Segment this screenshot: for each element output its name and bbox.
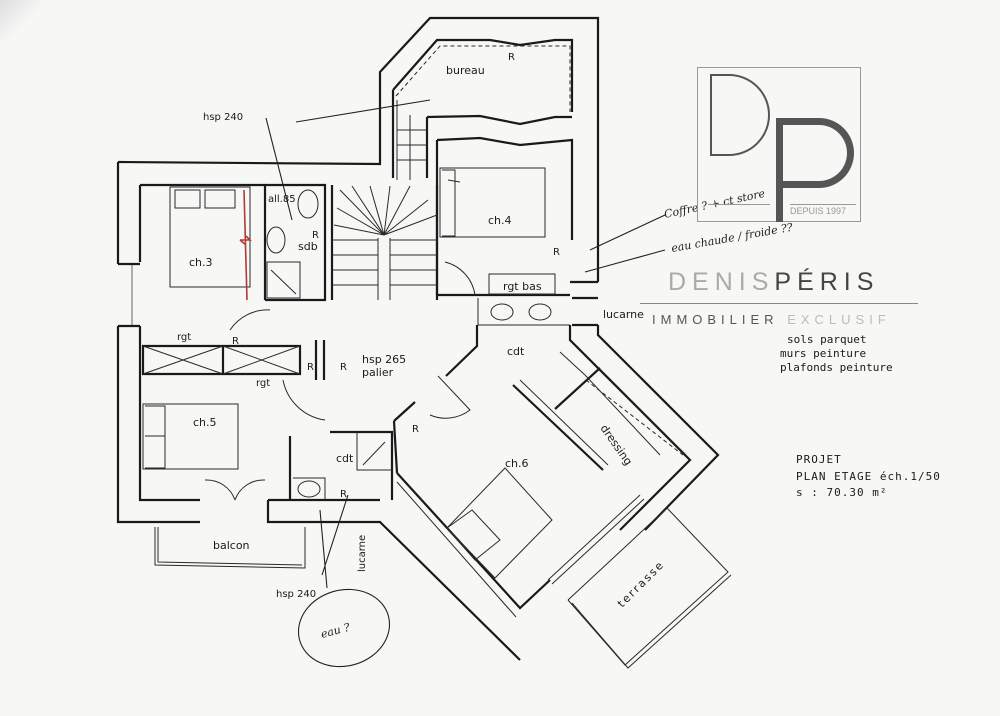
paper-fold-corner — [0, 0, 40, 40]
note-plafonds: plafonds peinture — [780, 361, 893, 374]
project-surface: s : 70.30 m² — [796, 486, 887, 499]
hsp-bottom: hsp 240 — [276, 589, 316, 600]
room-ch5: ch.5 — [193, 416, 217, 429]
room-palier: palier — [362, 366, 394, 379]
brand-logo: DEPUIS 1997 — [697, 67, 861, 222]
radiator-bureau: R — [508, 52, 515, 63]
palier-hsp: hsp 265 — [362, 353, 406, 366]
walls — [116, 16, 732, 669]
logo-rule-left — [708, 204, 770, 205]
room-balcon: balcon — [213, 539, 250, 552]
logo-letter-p-bowl — [776, 118, 854, 188]
note-sols: sols parquet — [787, 333, 866, 346]
radiator-palier-left: R — [307, 362, 314, 373]
brand-name-light: DENIS — [668, 268, 775, 296]
brand-name-dark: PÉRIS — [774, 268, 880, 296]
room-terrasse: terrasse — [615, 558, 667, 610]
brand-tagline: IMMOBILIER EXCLUSIF — [652, 312, 891, 327]
room-cdt-left: cdt — [336, 452, 354, 465]
lucarne-right: lucarne — [603, 308, 644, 321]
logo-rule-right — [790, 204, 856, 205]
hsp-top: hsp 240 — [203, 112, 243, 123]
room-all: all.85 — [268, 194, 296, 205]
handwriting-eau-circle: eau ? — [319, 621, 351, 641]
room-sdb: sdb — [298, 240, 318, 253]
logo-letter-d — [710, 74, 770, 156]
lucarne-bottom: lucarne — [357, 535, 368, 572]
brand-divider — [640, 303, 918, 304]
room-ch6: ch.6 — [505, 457, 529, 470]
radiator-palier-right: R — [340, 362, 347, 373]
room-bureau: bureau — [446, 64, 485, 77]
note-murs: murs peinture — [780, 347, 866, 360]
radiator-ch4: R — [553, 247, 560, 258]
notes: sols parquet murs peinture plafonds pein… — [780, 333, 941, 499]
brand-tag-light: EXCLUSIF — [787, 312, 891, 327]
room-cdt-top: cdt — [507, 345, 525, 358]
room-ch3: ch.3 — [189, 256, 213, 269]
logo-depuis: DEPUIS 1997 — [790, 206, 847, 216]
brand-name: DENISPÉRIS — [668, 268, 879, 297]
radiator-sdb: R — [312, 230, 319, 241]
radiator-ch6: R — [412, 424, 419, 435]
room-labels: bureau ch.3 ch.4 ch.5 ch.6 sdb all.85 hs… — [177, 52, 667, 610]
room-ch4: ch.4 — [488, 214, 512, 227]
rgt-top: rgt — [177, 332, 191, 343]
rgt-bottom: rgt — [256, 378, 270, 389]
project-plan: PLAN ETAGE éch.1/50 — [796, 470, 941, 483]
radiator-wc: R — [340, 489, 347, 500]
handwriting-eau: eau chaude / froide ?? — [670, 221, 794, 255]
brand-tag-dark: IMMOBILIER — [652, 312, 788, 327]
radiator-rgt: R — [232, 336, 239, 347]
project-label: PROJET — [796, 453, 842, 466]
rgt-bas: rgt bas — [503, 280, 542, 293]
